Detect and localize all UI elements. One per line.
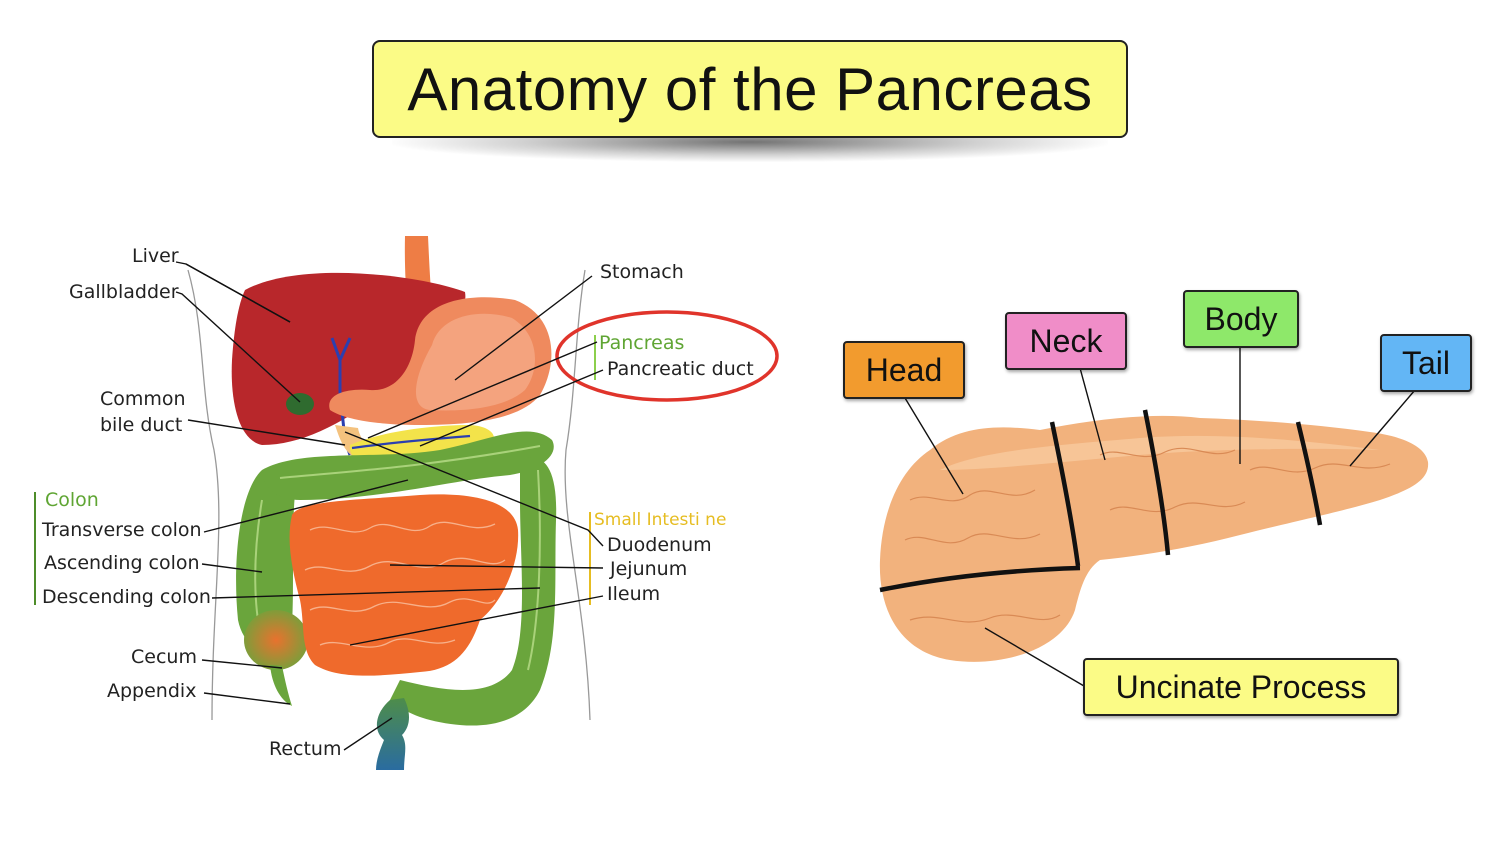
colon-band-transverse xyxy=(279,445,541,479)
leader-stomach xyxy=(454,275,593,381)
leader-liver-2 xyxy=(185,263,291,323)
label-small-intestine-group: Small Intesti ne xyxy=(594,510,726,530)
label-ileum: Ileum xyxy=(607,583,660,605)
label-common-bile-duct-2: bile duct xyxy=(100,414,182,436)
divider-head-neck xyxy=(1049,421,1081,567)
pancreas-highlight-circle xyxy=(555,310,779,402)
title-banner: Anatomy of the Pancreas xyxy=(372,40,1128,162)
cecum xyxy=(244,610,308,670)
label-duodenum: Duodenum xyxy=(607,534,712,556)
leader-common-bile-duct xyxy=(187,419,346,446)
label-liver: Liver xyxy=(132,245,179,267)
label-transverse-colon: Transverse colon xyxy=(41,519,202,541)
leader-ileum xyxy=(349,595,604,646)
label-jejunum: Jejunum xyxy=(609,558,687,580)
label-rectum: Rectum xyxy=(269,738,341,760)
pointer-head xyxy=(904,397,964,495)
pancreas-texture xyxy=(904,447,1391,623)
leader-pancreatic-duct xyxy=(419,369,604,447)
leader-descending-colon xyxy=(211,587,541,599)
pancreas-illustration xyxy=(879,346,1429,687)
appendix xyxy=(270,665,292,706)
gallbladder xyxy=(286,393,314,415)
neck-label: Neck xyxy=(1005,312,1127,370)
label-pancreatic-duct: Pancreatic duct xyxy=(607,358,754,380)
label-cecum: Cecum xyxy=(131,646,197,668)
rectum xyxy=(376,698,409,770)
leader-ascending-colon xyxy=(201,563,263,573)
leader-pancreas xyxy=(367,341,598,439)
pointer-neck xyxy=(1079,367,1106,461)
colon-band-descending xyxy=(527,469,541,671)
label-colon-group: Colon xyxy=(45,489,99,511)
uncinate-process-label: Uncinate Process xyxy=(1083,658,1399,716)
label-appendix: Appendix xyxy=(107,680,196,702)
label-stomach: Stomach xyxy=(600,261,684,283)
pancreas-shape xyxy=(879,415,1429,662)
pancreas-highlight xyxy=(940,435,1380,470)
leader-transverse-colon xyxy=(203,479,409,533)
pancreas-small xyxy=(349,425,494,464)
leader-appendix xyxy=(203,692,291,705)
leader-cecum xyxy=(201,659,283,669)
body-label: Body xyxy=(1183,290,1299,348)
label-gallbladder: Gallbladder xyxy=(69,281,179,303)
divider-head-uncinate xyxy=(879,565,1081,593)
leader-rectum xyxy=(343,717,393,751)
head-label: Head xyxy=(843,341,965,399)
leader-duodenum xyxy=(344,431,604,547)
label-common-bile-duct-1: Common xyxy=(100,388,186,410)
ascending-colon xyxy=(236,470,296,654)
small-intestine xyxy=(289,494,519,676)
divider-body-tail xyxy=(1295,421,1323,526)
stomach-inner xyxy=(415,313,535,411)
divider-neck-body xyxy=(1142,409,1171,556)
label-pancreas: Pancreas xyxy=(599,332,684,354)
leader-jejunum xyxy=(389,564,604,569)
label-descending-colon: Descending colon xyxy=(42,586,211,608)
page-title: Anatomy of the Pancreas xyxy=(372,40,1128,138)
label-ascending-colon: Ascending colon xyxy=(44,552,200,574)
pointer-tail xyxy=(1349,389,1416,467)
pointer-uncinate xyxy=(984,627,1085,687)
body-outline-left xyxy=(187,269,220,721)
leader-gallbladder xyxy=(175,291,301,403)
pancreatic-duct xyxy=(351,434,471,450)
tail-label: Tail xyxy=(1380,334,1472,392)
